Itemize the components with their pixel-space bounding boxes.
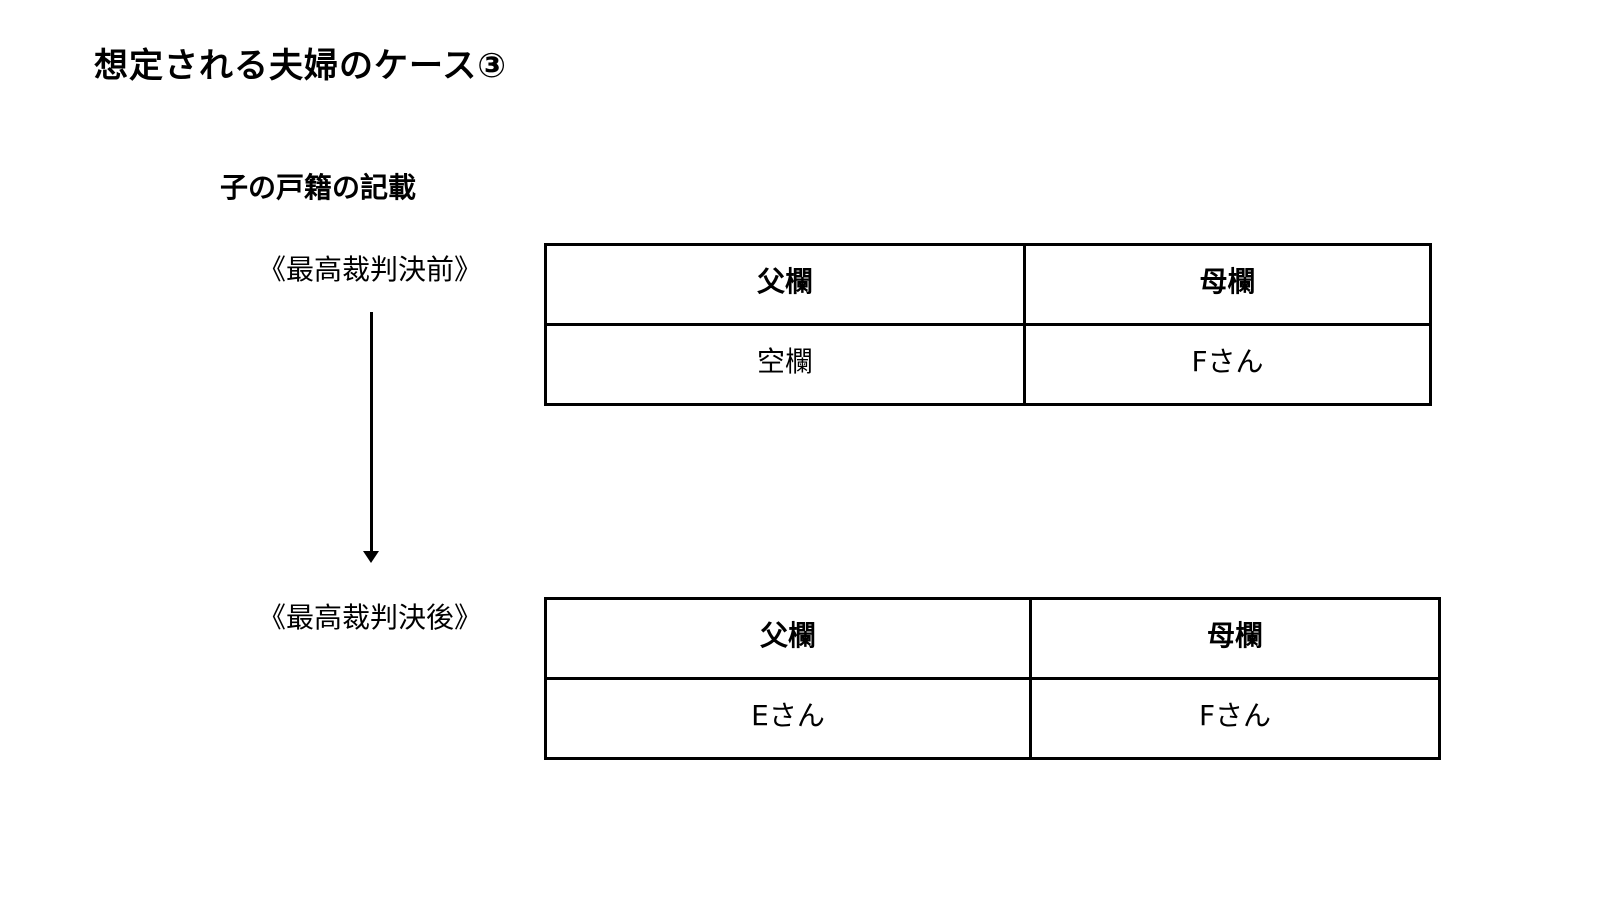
table-header-row: 父欄 母欄 xyxy=(544,243,1432,326)
arrow-shaft xyxy=(370,312,373,552)
mother-cell: Fさん xyxy=(1023,323,1432,406)
slide-title: 想定される夫婦のケース③ xyxy=(94,46,508,86)
mother-cell: Fさん xyxy=(1029,677,1441,760)
table-header-row: 父欄 母欄 xyxy=(544,597,1441,680)
mother-column-header: 母欄 xyxy=(1023,243,1432,326)
father-column-header: 父欄 xyxy=(544,597,1032,680)
table-row: 空欄 Fさん xyxy=(544,323,1432,406)
after-ruling-label: 《最高裁判決後》 xyxy=(258,601,483,634)
before-ruling-table: 父欄 母欄 空欄 Fさん xyxy=(544,243,1432,406)
before-ruling-label: 《最高裁判決前》 xyxy=(258,253,483,286)
mother-column-header: 母欄 xyxy=(1029,597,1441,680)
arrow-head xyxy=(363,551,379,563)
father-column-header: 父欄 xyxy=(544,243,1026,326)
after-ruling-table: 父欄 母欄 Eさん Fさん xyxy=(544,597,1441,760)
father-cell: 空欄 xyxy=(544,323,1026,406)
father-cell: Eさん xyxy=(544,677,1032,760)
section-heading: 子の戸籍の記載 xyxy=(220,171,417,204)
table-row: Eさん Fさん xyxy=(544,677,1441,760)
